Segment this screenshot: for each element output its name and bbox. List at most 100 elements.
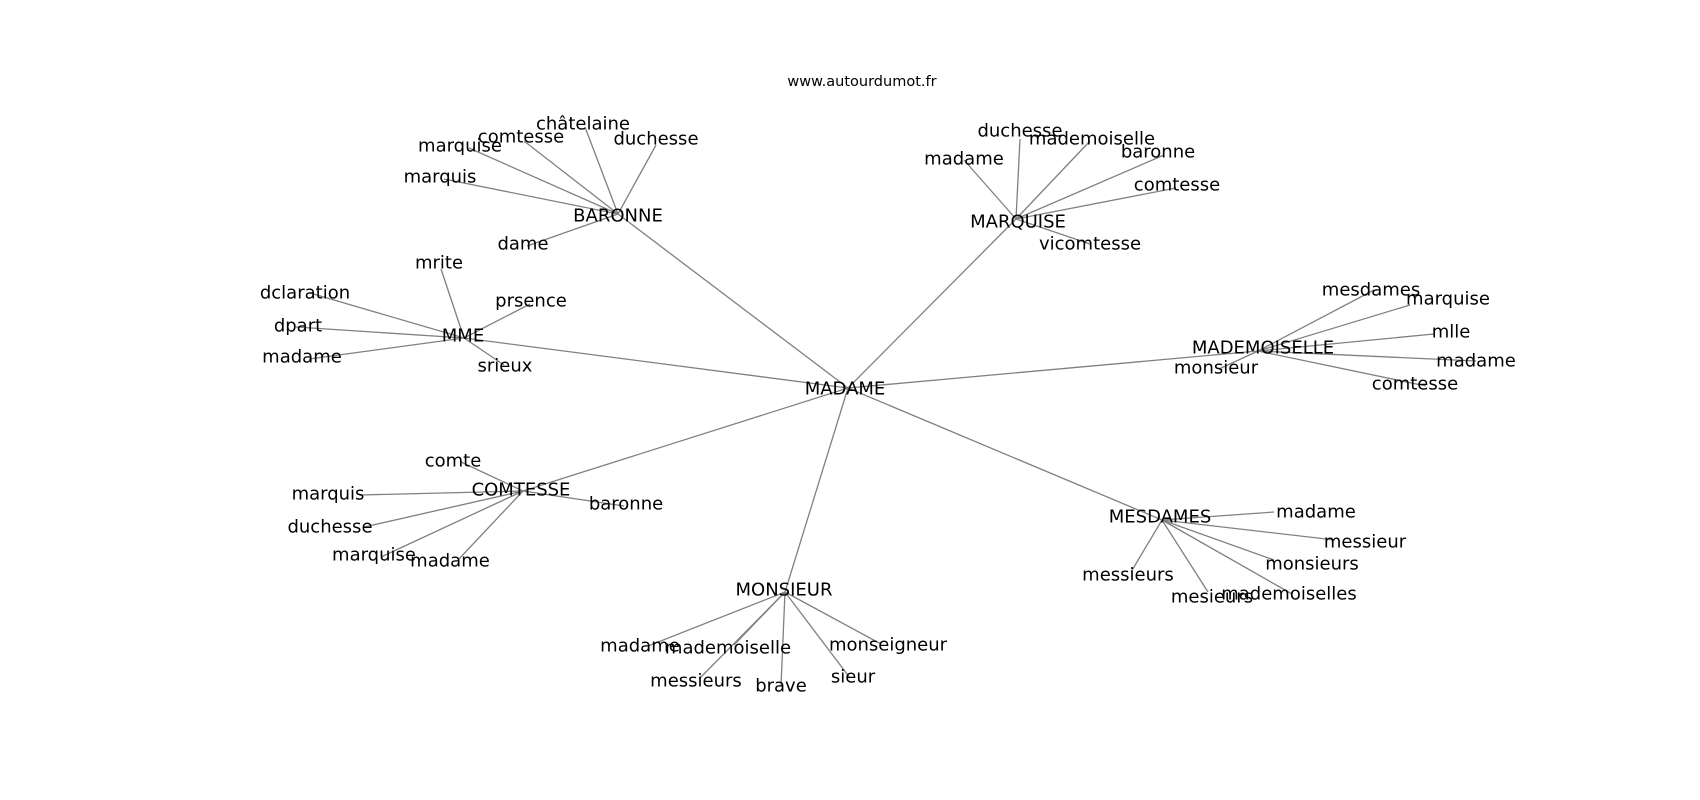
- edge-marquise-4: [1015, 187, 1177, 220]
- leaf-label-baronne-1: comtesse: [478, 127, 564, 148]
- edge-root-baronne: [617, 213, 849, 389]
- leaf-label-monsieur-1: mademoiselle: [665, 638, 791, 659]
- leaf-label-mesdames-4: mesieurs: [1171, 587, 1253, 608]
- leaf-label-marquise-0: duchesse: [977, 121, 1062, 142]
- edge-monsieur-3: [698, 591, 786, 680]
- leaf-label-mme-1: dclaration: [260, 283, 350, 304]
- edge-root-monsieur: [784, 387, 849, 593]
- edge-marquise-3: [1015, 154, 1165, 220]
- edge-mademoiselle-1: [1257, 304, 1411, 352]
- leaf-label-mme-0: mrite: [415, 253, 463, 274]
- edge-mme-0: [440, 268, 465, 339]
- edge-marquise-1: [1015, 140, 1091, 220]
- leaf-label-mademoiselle-0: mesdames: [1322, 280, 1420, 301]
- hub-label-mesdames: MESDAMES: [1109, 507, 1212, 528]
- edge-root-marquise: [847, 218, 1017, 389]
- leaf-label-marquise-5: vicomtesse: [1039, 234, 1141, 255]
- edge-baronne-3: [617, 144, 657, 215]
- edge-monsieur-2: [784, 591, 882, 645]
- edge-baronne-4: [443, 178, 619, 215]
- root-node-label: MADAME: [805, 379, 886, 400]
- edge-mme-3: [295, 326, 465, 339]
- edge-mesdames-4: [1161, 519, 1209, 593]
- leaf-label-comtesse-2: baronne: [589, 494, 663, 515]
- leaf-label-comtesse-0: comte: [425, 451, 482, 472]
- leaf-label-monsieur-2: monseigneur: [829, 635, 948, 656]
- leaf-label-baronne-5: dame: [497, 234, 548, 255]
- edge-baronne-0: [468, 147, 619, 215]
- leaf-label-mesdames-5: mademoiselles: [1221, 584, 1357, 605]
- edge-monsieur-5: [784, 591, 851, 679]
- edge-root-mademoiselle: [847, 350, 1259, 389]
- leaf-label-mesdames-0: madame: [1276, 502, 1356, 523]
- leaf-label-marquise-1: mademoiselle: [1029, 129, 1155, 150]
- edge-root-mesdames: [847, 387, 1163, 521]
- edge-comtesse-1: [358, 490, 524, 496]
- leaf-label-mme-3: dpart: [274, 316, 322, 337]
- edge-mme-5: [463, 337, 505, 366]
- edge-monsieur-0: [647, 591, 786, 647]
- leaf-label-comtesse-1: marquis: [292, 484, 365, 505]
- leaf-label-mademoiselle-2: mlle: [1432, 322, 1471, 343]
- leaf-label-monsieur-4: brave: [755, 676, 807, 697]
- leaf-label-monsieur-0: madame: [600, 636, 680, 657]
- edge-mesdames-3: [1130, 519, 1163, 573]
- hub-label-comtesse: COMTESSE: [472, 480, 571, 501]
- leaf-label-baronne-0: marquise: [418, 136, 502, 157]
- leaf-label-comtesse-4: marquise: [332, 545, 416, 566]
- edge-comtesse-4: [380, 490, 524, 558]
- edge-comtesse-2: [522, 490, 625, 507]
- edge-root-mme: [463, 337, 849, 389]
- leaf-label-baronne-4: marquis: [404, 167, 477, 188]
- hub-label-marquise: MARQUISE: [970, 212, 1066, 233]
- leaf-label-mesdames-2: monsieurs: [1265, 554, 1359, 575]
- leaf-label-comtesse-3: duchesse: [287, 517, 372, 538]
- leaf-label-mademoiselle-1: marquise: [1406, 289, 1490, 310]
- edge-comtesse-0: [460, 461, 524, 492]
- edge-root-comtesse: [522, 387, 849, 492]
- leaf-label-baronne-2: châtelaine: [536, 114, 630, 135]
- leaf-label-mme-4: madame: [262, 347, 342, 368]
- edge-marquise-2: [963, 159, 1017, 220]
- leaf-label-monsieur-5: sieur: [831, 667, 876, 688]
- edge-mademoiselle-4: [1218, 350, 1259, 370]
- hub-label-monsieur: MONSIEUR: [736, 580, 833, 601]
- edge-mme-2: [463, 303, 531, 339]
- leaf-label-mme-5: srieux: [478, 356, 533, 377]
- graph-labels: www.autourdumot.fr MADAME BARONNE marquise…: [260, 74, 1516, 697]
- leaf-label-monsieur-3: messieurs: [650, 671, 742, 692]
- leaf-label-mademoiselle-3: madame: [1436, 351, 1516, 372]
- hub-label-baronne: BARONNE: [573, 206, 663, 227]
- leaf-label-mesdames-1: messieur: [1324, 532, 1407, 553]
- edge-mademoiselle-5: [1257, 350, 1427, 387]
- edge-marquise-0: [1015, 138, 1021, 220]
- edge-mademoiselle-3: [1257, 350, 1477, 362]
- edge-baronne-2: [584, 126, 619, 215]
- leaf-label-marquise-2: madame: [924, 149, 1004, 170]
- edge-mesdames-1: [1161, 519, 1336, 541]
- edge-mme-4: [308, 337, 465, 360]
- edge-mesdames-0: [1161, 511, 1275, 521]
- edge-comtesse-5: [457, 490, 524, 561]
- leaf-label-mademoiselle-4: monsieur: [1174, 358, 1259, 379]
- leaf-label-marquise-4: comtesse: [1134, 175, 1220, 196]
- source-label: www.autourdumot.fr: [787, 74, 936, 90]
- edge-baronne-1: [523, 140, 619, 215]
- edge-mademoiselle-0: [1257, 289, 1375, 352]
- hub-label-mme: MME: [442, 326, 484, 347]
- hub-label-mademoiselle: MADEMOISELLE: [1192, 338, 1334, 359]
- leaf-label-mme-2: prsence: [495, 291, 567, 312]
- edge-mademoiselle-2: [1257, 333, 1435, 352]
- leaf-label-baronne-3: duchesse: [613, 129, 698, 150]
- edge-comtesse-3: [363, 490, 524, 528]
- edge-mme-1: [309, 292, 465, 339]
- leaf-label-marquise-3: baronne: [1121, 142, 1195, 163]
- leaf-label-mesdames-3: messieurs: [1082, 565, 1174, 586]
- graph-edges: [295, 126, 1477, 687]
- leaf-label-comtesse-5: madame: [410, 551, 490, 572]
- edge-mesdames-2: [1161, 519, 1275, 561]
- edge-baronne-5: [526, 213, 619, 247]
- edge-marquise-5: [1015, 218, 1091, 245]
- edge-monsieur-4: [780, 591, 786, 687]
